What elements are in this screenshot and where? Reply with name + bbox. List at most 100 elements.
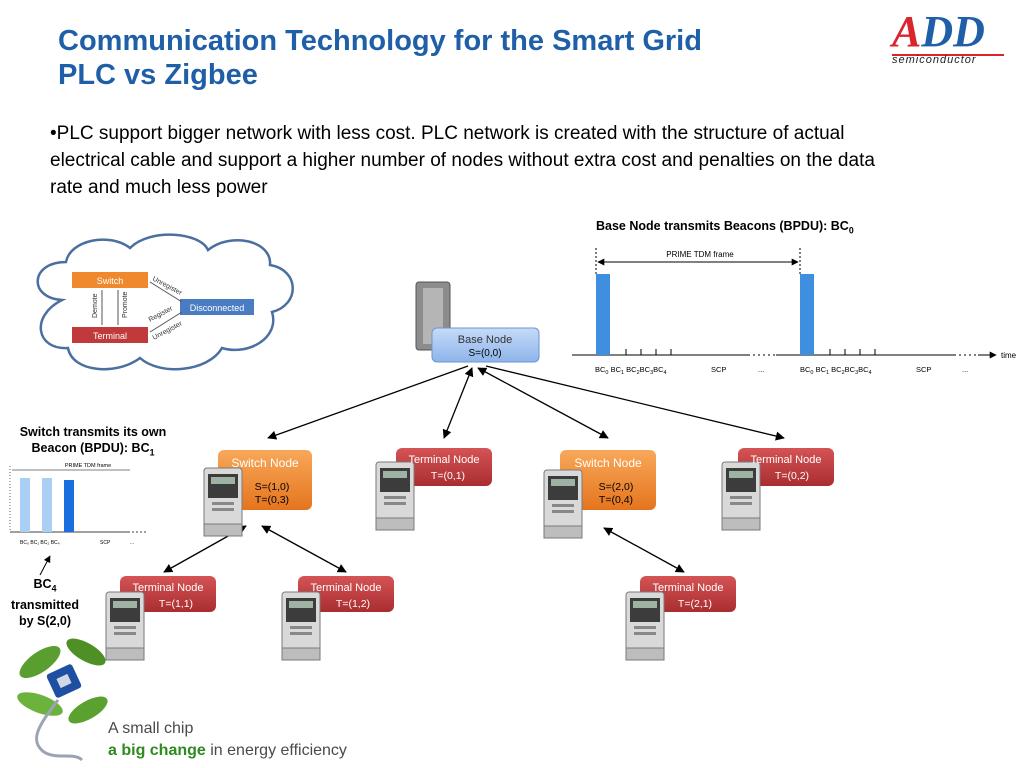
link-base-terminal02 [485, 365, 785, 441]
wing-top-right [66, 638, 106, 666]
node-box [738, 448, 834, 486]
switch-beacon-caption-line-1: Switch transmits its own [19, 425, 167, 439]
node-line-1: T=(0,2) [775, 470, 809, 482]
state-switch-label: Switch [97, 276, 124, 286]
node-label: Terminal Node [751, 454, 822, 466]
slogan: A small chip a big change in energy effi… [108, 718, 347, 762]
slogan-highlight: a big change [108, 742, 206, 759]
tick-labels-1: BC0 BC1 BC2BC3BC4 [595, 365, 667, 376]
node-label: Switch Node [574, 456, 642, 470]
bullet-text: •PLC support bigger network with less co… [50, 123, 875, 198]
bc4-caption-sub: 4 [51, 583, 57, 594]
link-switch2-terminal21 [603, 527, 685, 573]
small-frame-label: PRIME TDM frame [65, 463, 111, 469]
base-links [163, 365, 785, 573]
switch-beacon-caption-sub: 1 [149, 447, 155, 458]
slogan-line-1: A small chip [108, 720, 194, 737]
node-line-2: T=(0,4) [599, 494, 633, 506]
ellipsis-label-2: ... [962, 365, 968, 374]
promote-label: Promote [122, 291, 129, 318]
title-line-2: PLC vs Zigbee [58, 59, 258, 91]
bc4-caption-line-3: by S(2,0) [18, 613, 72, 628]
wing-top-left [19, 645, 61, 679]
node-line-1: T=(1,2) [336, 598, 370, 610]
switch-beacon-caption-line-2: Beacon (BPDU): BC [31, 441, 150, 455]
state-disconnected-box [180, 299, 254, 315]
demote-label: Demote [92, 293, 99, 318]
bc4-pointer-arrow [39, 555, 51, 576]
chip-cable [35, 699, 84, 762]
base-node-id: S=(0,0) [468, 348, 501, 359]
node-terminal-21: Terminal Node T=(2,1) [625, 576, 736, 661]
base-beacon-caption-text: Base Node transmits Beacons (BPDU): BC [596, 219, 849, 233]
time-label: time [1001, 351, 1017, 360]
node-terminal-01: Terminal Node T=(0,1) [375, 448, 492, 531]
small-tdm-frame: PRIME TDM frame BC₀ BC₁ BC₂ BC₄ SCP ... [9, 463, 146, 576]
tick-labels-2: BC0 BC1 BC2BC3BC4 [800, 365, 872, 376]
bc4-caption-bc: BC [33, 577, 52, 591]
base-node: Base Node S=(0,0) [415, 281, 540, 363]
node-line-1: T=(0,1) [431, 470, 465, 482]
bc4-caption-line-2: transmitted [10, 597, 80, 612]
link-base-terminal01 [442, 367, 474, 439]
ellipsis-label-1: ... [758, 365, 764, 374]
base-node-box [431, 327, 540, 363]
node-terminal-02: Terminal Node T=(0,2) [721, 448, 834, 531]
node-box [560, 450, 656, 510]
small-bar-bc0 [20, 478, 30, 532]
node-line-1: T=(1,1) [159, 598, 193, 610]
frame-label: PRIME TDM frame [666, 250, 734, 259]
meter-icon [625, 591, 665, 661]
node-box [396, 448, 492, 486]
logo-letter-a: A [892, 7, 922, 56]
unregister-top-line [149, 281, 183, 303]
node-line-1: T=(2,1) [678, 598, 712, 610]
meter-icon [375, 461, 415, 531]
base-beacon-caption: Base Node transmits Beacons (BPDU): BC0 [596, 219, 854, 236]
node-terminal-11: Terminal Node T=(1,1) [105, 576, 216, 661]
link-base-switch2 [477, 367, 609, 439]
state-cloud: Switch Terminal Disconnected Demote Prom… [36, 233, 294, 371]
page-title: Communication Technology for the Smart G… [58, 24, 702, 92]
small-bar-bc1 [42, 478, 52, 532]
node-label: Terminal Node [311, 582, 382, 594]
small-ellipsis: ... [130, 540, 134, 546]
dragonfly-chip-logo [17, 638, 108, 762]
small-bar-bc4 [64, 480, 74, 532]
node-label: Switch Node [231, 456, 299, 470]
node-label: Terminal Node [133, 582, 204, 594]
beacon-bar-2 [800, 274, 814, 355]
node-switch-2: Switch Node S=(2,0) T=(0,4) [543, 450, 656, 539]
node-line-1: S=(1,0) [255, 481, 290, 493]
register-line [149, 311, 183, 333]
node-terminal-12: Terminal Node T=(1,2) [281, 576, 394, 661]
meter-icon [721, 461, 761, 531]
small-scp: SCP [100, 540, 111, 546]
node-line-2: T=(0,3) [255, 494, 289, 506]
link-switch1-terminal12 [261, 525, 347, 573]
state-terminal-box [72, 327, 148, 343]
meter-icon [105, 591, 145, 661]
chip-socket [56, 673, 72, 689]
scp-label-1: SCP [711, 365, 726, 374]
slogan-rest: in energy efficiency [205, 742, 347, 759]
state-disconnected-label: Disconnected [190, 303, 245, 313]
node-label: Terminal Node [409, 454, 480, 466]
link-base-switch1 [267, 365, 469, 440]
beacon-bar-1 [596, 274, 610, 355]
state-terminal-label: Terminal [93, 331, 127, 341]
base-node-label: Base Node [458, 334, 512, 346]
switch-beacon-caption: Switch transmits its own Beacon (BPDU): … [2, 424, 184, 461]
title-line-1: Communication Technology for the Smart G… [58, 25, 702, 57]
meter-icon [543, 469, 583, 539]
company-logo: ADD semiconductor [892, 10, 1012, 68]
logo-letters-dd: DD [921, 7, 985, 56]
scp-label-2: SCP [916, 365, 931, 374]
node-line-1: S=(2,0) [599, 481, 634, 493]
logo-subtitle: semiconductor [892, 54, 977, 66]
small-tick-labels: BC₀ BC₁ BC₂ BC₄ [20, 540, 60, 546]
node-label: Terminal Node [653, 582, 724, 594]
meter-icon [281, 591, 321, 661]
node-box [298, 576, 394, 612]
